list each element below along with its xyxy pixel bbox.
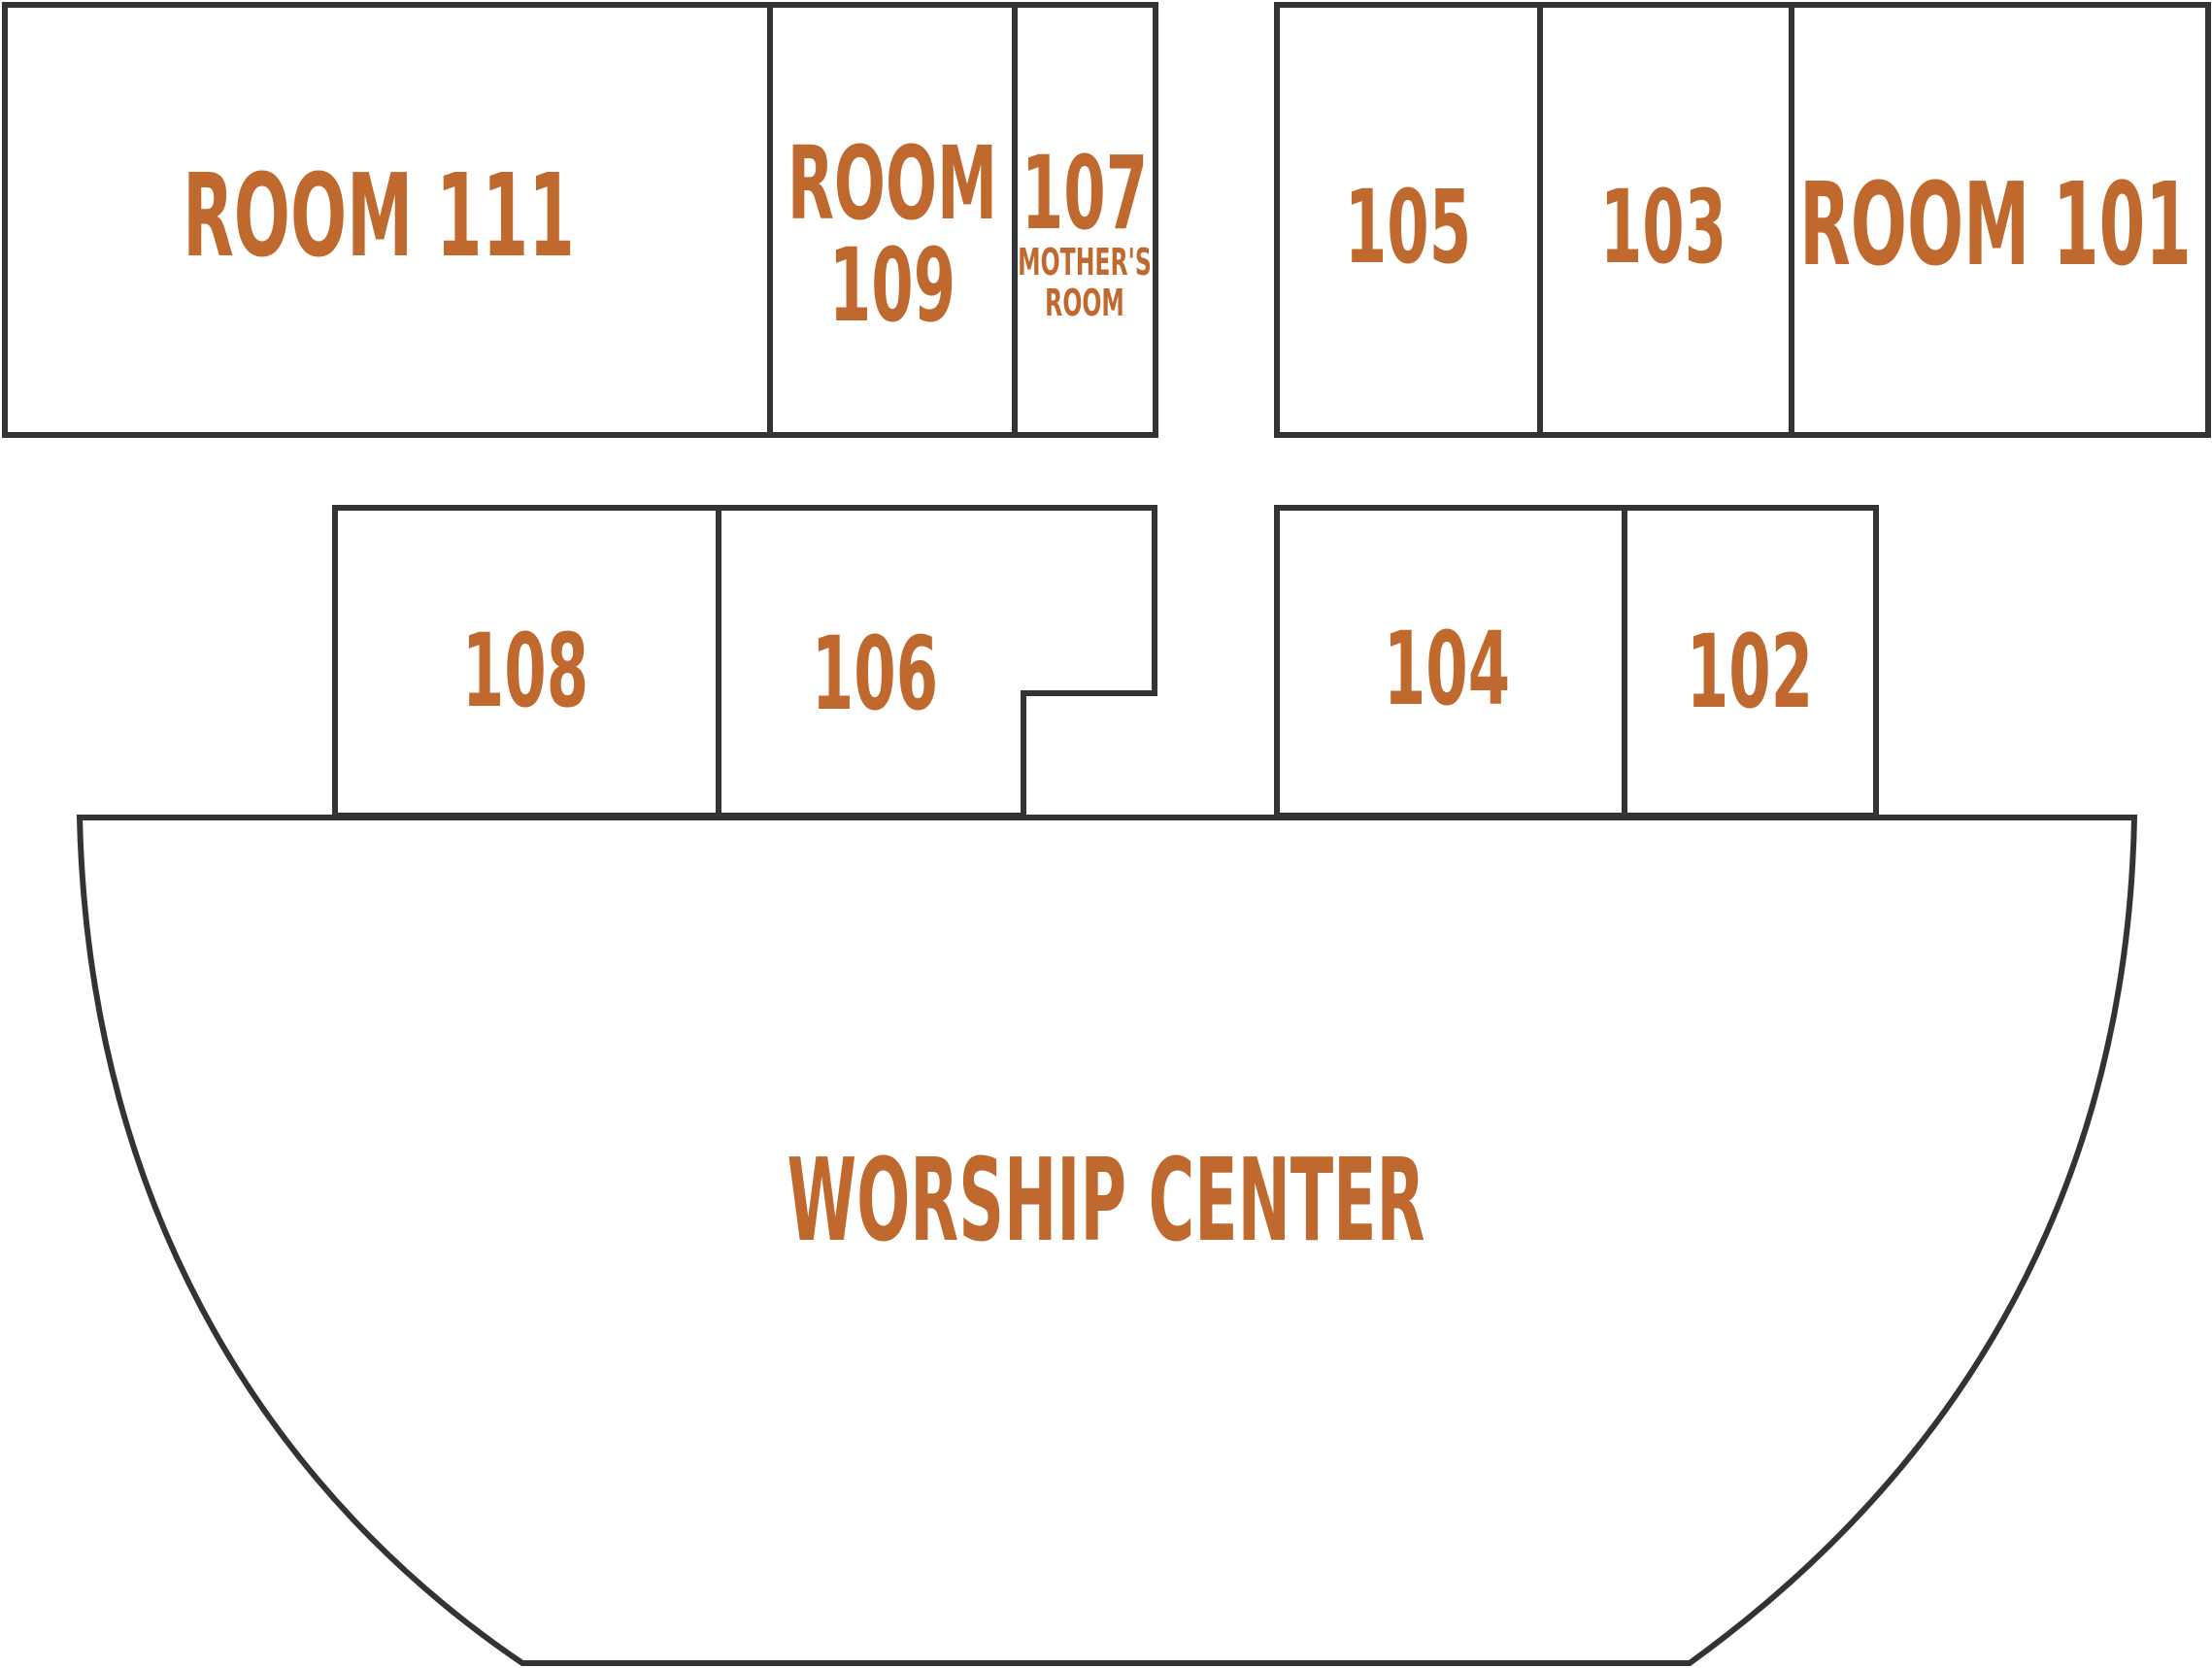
room-103[interactable] xyxy=(1537,2,1794,438)
room-101-label: ROOM 101 xyxy=(1799,157,2192,291)
room-107-number: 107 xyxy=(1022,135,1148,252)
room-102-label: 102 xyxy=(1687,614,1813,731)
room-109-label-line2: 109 xyxy=(829,227,955,345)
room-101[interactable] xyxy=(1789,2,2211,438)
room-109-label-line1: ROOM xyxy=(788,125,997,243)
room-107-mothers-room[interactable] xyxy=(1012,2,1158,438)
room-107-mothers-label: MOTHER'S xyxy=(1018,242,1152,284)
room-104[interactable] xyxy=(1274,505,1627,818)
worship-center-label: WORSHIP CENTER xyxy=(788,1135,1425,1267)
room-106-label: 106 xyxy=(812,616,938,733)
room-103-label: 103 xyxy=(1600,169,1726,286)
room-107-room-label: ROOM xyxy=(1045,283,1124,324)
room-108-label: 108 xyxy=(462,613,588,730)
room-111[interactable] xyxy=(2,2,773,438)
room-105-label: 105 xyxy=(1345,169,1471,286)
room-111-label: ROOM 111 xyxy=(183,149,575,283)
worship-center[interactable] xyxy=(76,815,2138,1666)
room-109[interactable] xyxy=(767,2,1018,438)
room-102[interactable] xyxy=(1622,505,1879,818)
room-104-label: 104 xyxy=(1384,611,1510,728)
